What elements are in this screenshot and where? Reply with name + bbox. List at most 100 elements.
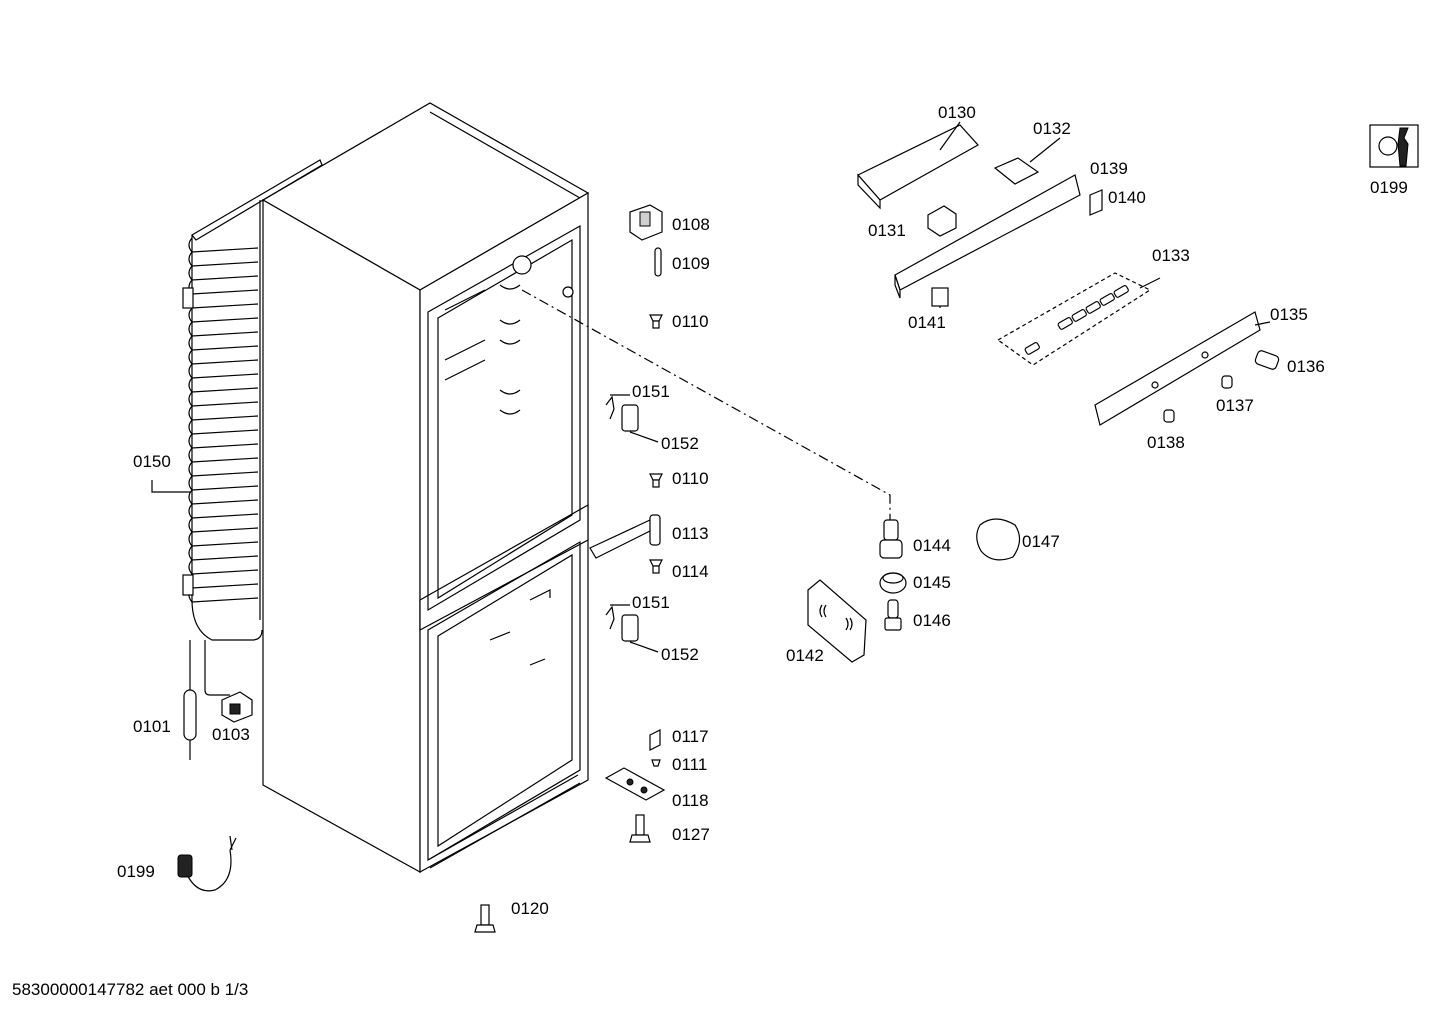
label-0151a: 0151 <box>632 382 670 401</box>
fridge-cabinet <box>261 102 590 874</box>
label-0136: 0136 <box>1287 357 1325 376</box>
label-0117: 0117 <box>672 727 709 746</box>
part-0151a <box>605 395 615 420</box>
label-0111: 0111 <box>672 755 707 774</box>
coil-loop <box>188 265 259 281</box>
label-0110a: 0110 <box>672 312 709 331</box>
label-0151b: 0151 <box>632 593 670 612</box>
label-0145: 0145 <box>913 573 951 592</box>
part-0133 <box>996 272 1152 366</box>
label-0127: 0127 <box>672 825 710 844</box>
part-0108 <box>629 204 663 241</box>
part-0144 <box>879 519 903 559</box>
label-0120: 0120 <box>511 899 549 918</box>
coil-loop <box>188 349 259 365</box>
part-0114 <box>649 559 663 574</box>
label-0108: 0108 <box>672 215 710 234</box>
label-0152a: 0152 <box>661 434 699 453</box>
part-0147 <box>976 518 1021 561</box>
part-0135 <box>1094 311 1261 426</box>
coil-loop <box>188 307 259 323</box>
part-0130 <box>857 124 979 210</box>
label-0146: 0146 <box>913 611 951 630</box>
coil-loop <box>188 587 259 603</box>
label-0101: 0101 <box>133 717 171 736</box>
button-key <box>1113 285 1129 298</box>
coil-loop <box>188 559 259 575</box>
coil-loop <box>188 405 259 421</box>
label-0199a: 0199 <box>117 862 155 881</box>
button-key <box>1071 309 1087 322</box>
label-0133: 0133 <box>1152 246 1190 265</box>
part-0138 <box>1163 409 1175 423</box>
part-0120 <box>474 904 496 933</box>
part-0141 <box>931 287 949 307</box>
label-0103: 0103 <box>212 725 250 744</box>
part-0199-power-plug <box>177 835 237 892</box>
document-footer-id: 58300000147782 aet 000 b 1/3 <box>12 980 249 999</box>
coil-loop <box>188 237 259 253</box>
label-0147: 0147 <box>1022 532 1060 551</box>
label-0132: 0132 <box>1033 119 1071 138</box>
part-0132 <box>993 157 1040 185</box>
part-0109 <box>654 247 662 277</box>
label-0110b: 0110 <box>672 469 709 488</box>
part-0101 <box>183 640 197 760</box>
label-0141: 0141 <box>908 313 946 332</box>
part-0118 <box>604 767 666 801</box>
part-labels: 0108 0109 0110 0151 0152 0110 0113 0114 … <box>117 103 1408 918</box>
part-0113 <box>589 514 661 559</box>
part-0151b <box>605 605 615 630</box>
button-key <box>1024 342 1040 355</box>
button-key <box>1057 317 1073 330</box>
label-0131: 0131 <box>868 221 906 240</box>
coil-loop <box>188 447 259 463</box>
label-0135: 0135 <box>1270 305 1308 324</box>
coil-loop <box>188 545 259 561</box>
label-0142: 0142 <box>786 646 824 665</box>
label-0113: 0113 <box>672 524 709 543</box>
label-0140: 0140 <box>1108 188 1146 207</box>
part-0142 <box>807 579 867 663</box>
part-0103 <box>221 691 253 723</box>
coil-loop <box>188 475 259 491</box>
part-0136 <box>1254 350 1280 370</box>
coil-loop <box>188 377 259 393</box>
part-0152a <box>621 404 639 432</box>
condenser-coil <box>182 159 323 696</box>
label-0109: 0109 <box>672 254 710 273</box>
coil-loop <box>188 335 259 351</box>
coil-loop <box>188 433 259 449</box>
part-0152b <box>621 614 639 642</box>
label-0130: 0130 <box>938 103 976 122</box>
coil-loop <box>188 419 259 435</box>
coil-loop <box>188 573 259 589</box>
part-0117 <box>649 729 661 751</box>
label-0199b: 0199 <box>1370 178 1408 197</box>
part-0139 <box>894 174 1081 299</box>
part-0140 <box>1089 189 1103 216</box>
label-0144: 0144 <box>913 536 951 555</box>
leader-lines <box>151 121 1271 653</box>
part-0110a <box>649 314 663 329</box>
part-0145 <box>879 572 907 594</box>
coil-loop <box>188 363 259 379</box>
part-0110b <box>649 473 663 488</box>
button-key <box>1099 293 1115 306</box>
label-0137: 0137 <box>1216 396 1254 415</box>
coil-loop <box>188 391 259 407</box>
coil-loop <box>188 461 259 477</box>
part-0137 <box>1221 375 1233 389</box>
label-0139: 0139 <box>1090 159 1128 178</box>
wrench-icon <box>1369 124 1419 168</box>
label-0118: 0118 <box>672 791 709 810</box>
coil-loop <box>188 251 259 267</box>
label-0114: 0114 <box>672 562 709 581</box>
coil-loop <box>188 293 259 309</box>
label-0152b: 0152 <box>661 645 699 664</box>
coil-loop <box>188 531 259 547</box>
part-0111 <box>651 759 661 767</box>
label-0138: 0138 <box>1147 433 1185 452</box>
coil-loop <box>188 321 259 337</box>
